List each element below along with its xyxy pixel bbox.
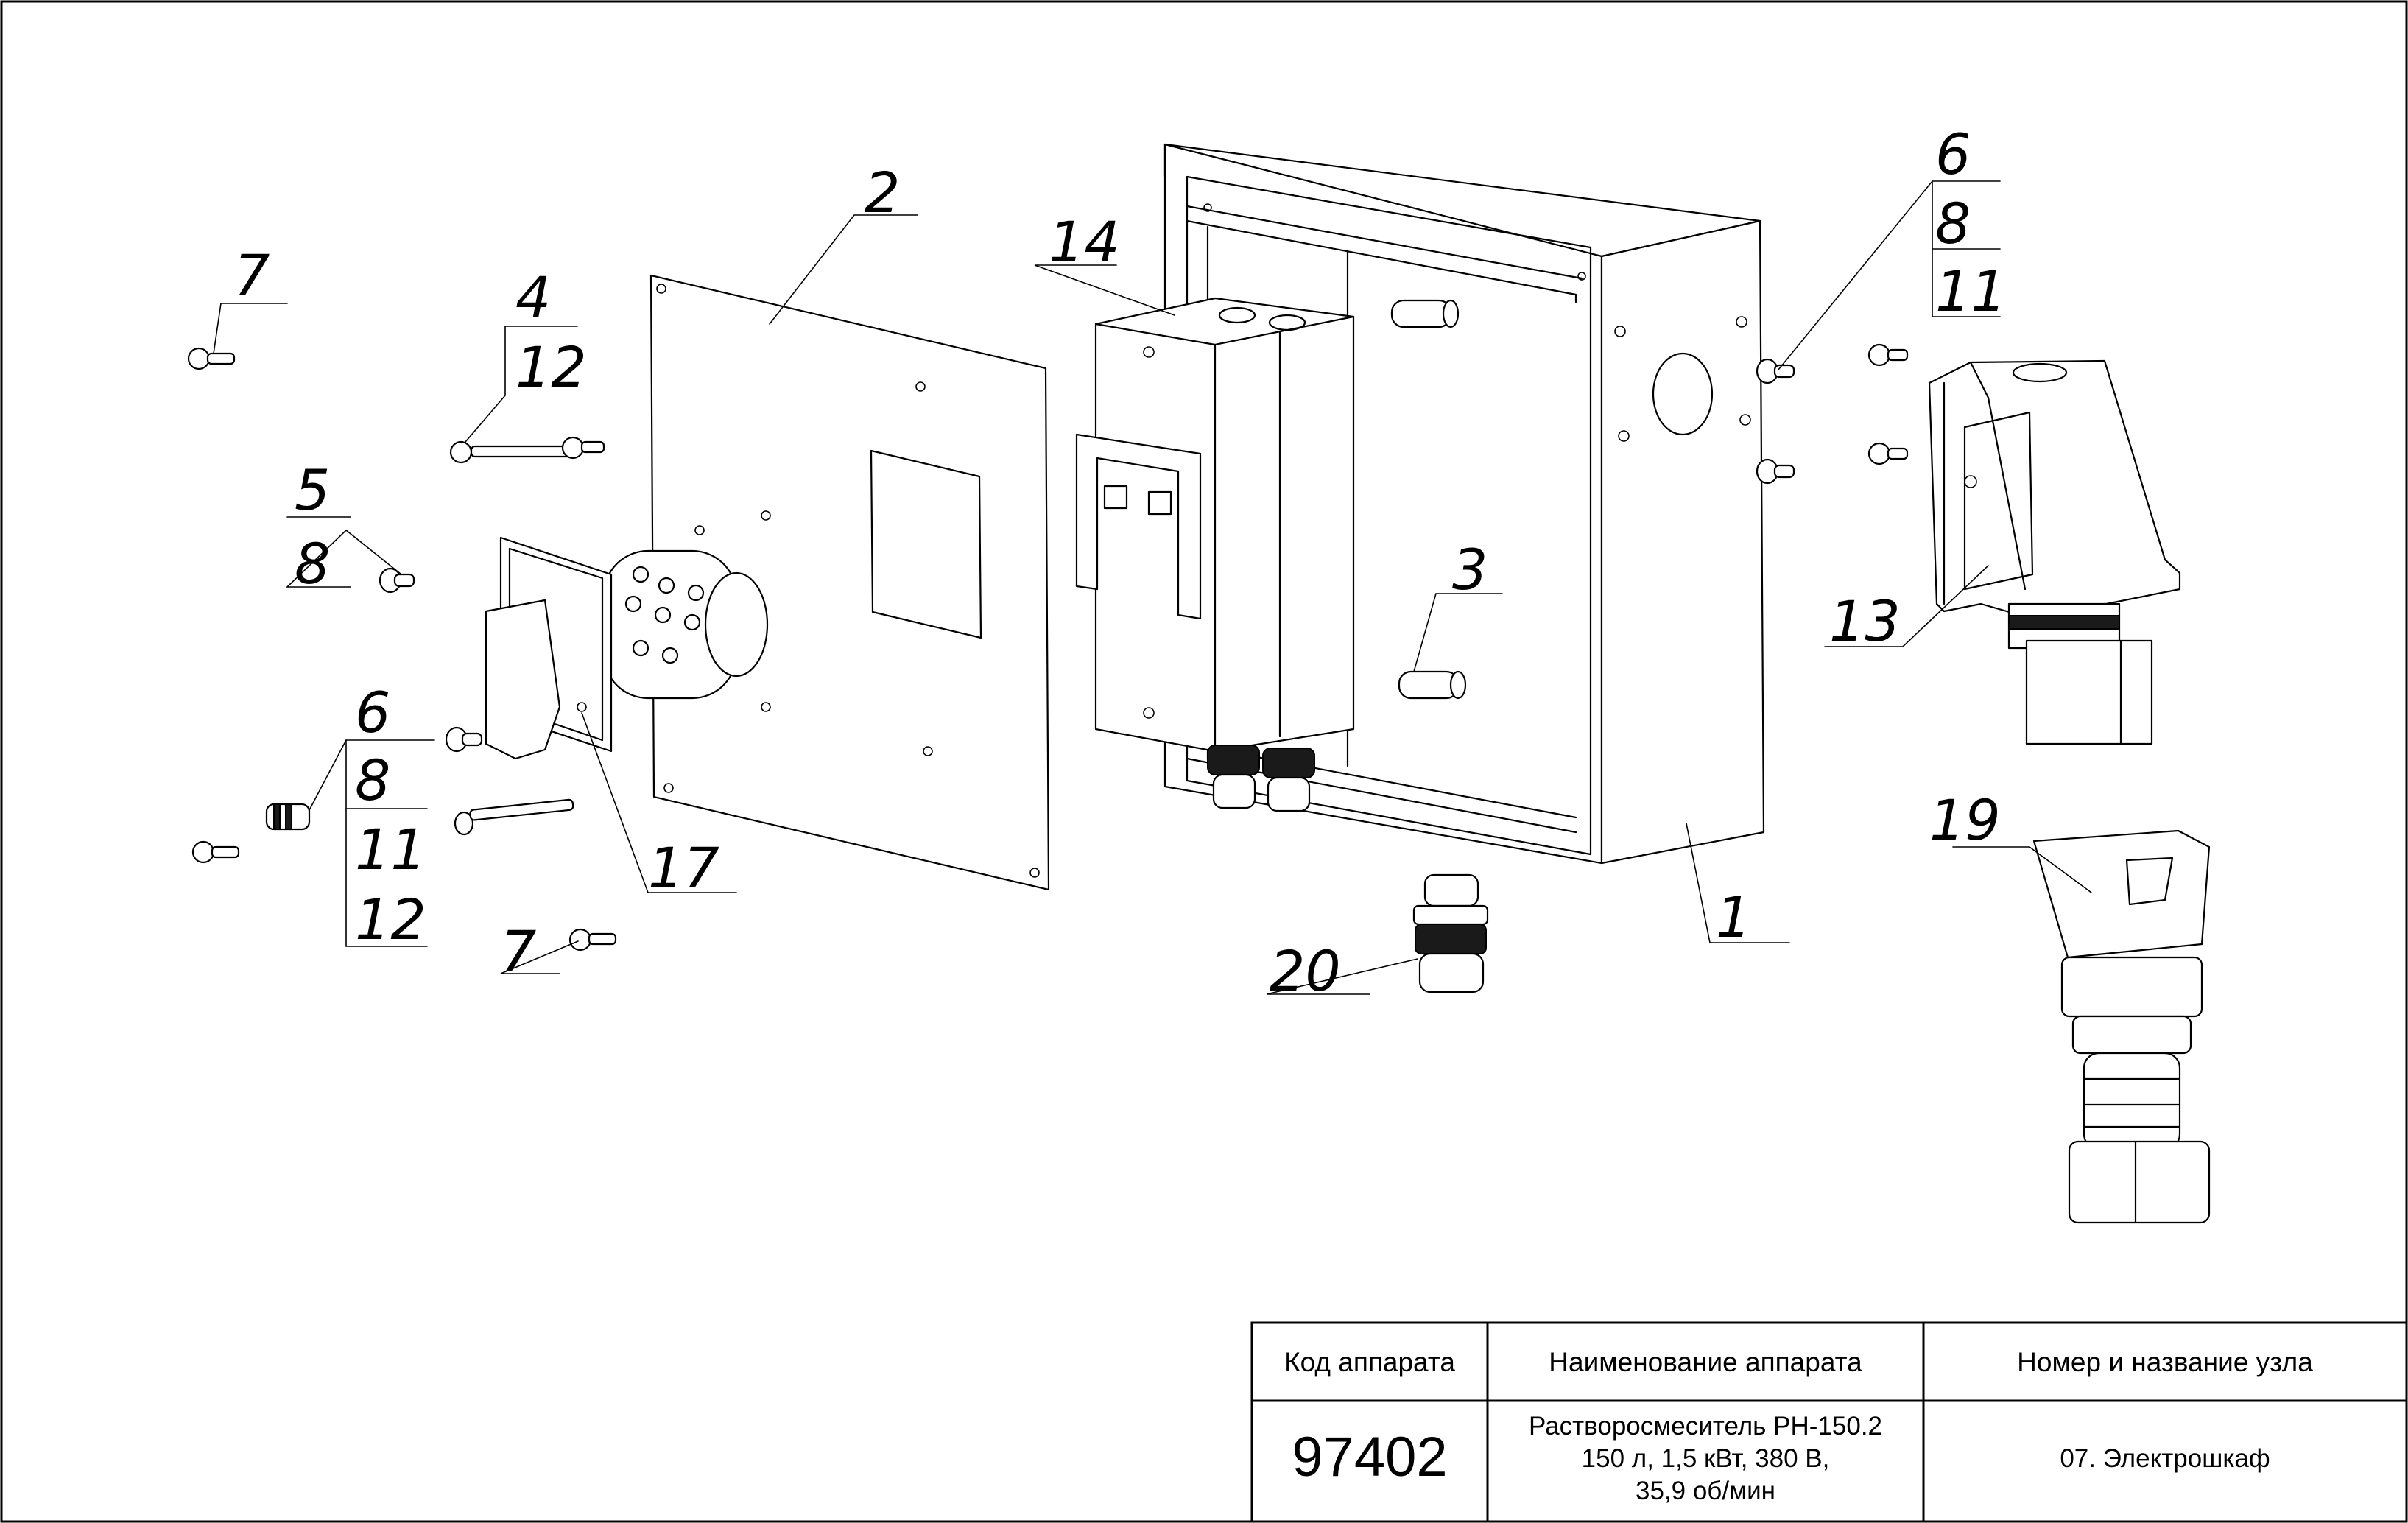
callout-7-bottom: 7 [501,918,536,984]
callout-6-left: 6 [355,680,390,745]
callout-8-left: 8 [295,531,330,597]
title-block-name-line-1: Растворосмеситель РН-150.2 [1529,1412,1882,1441]
fasteners-right [1756,343,1909,485]
part-20-cable-gland [1412,873,1489,993]
title-block: Код аппарата Наименование аппарата Номер… [1250,1321,2408,1523]
callout-12-top: 12 [515,334,587,400]
callout-1: 1 [1716,884,1751,950]
callout-4: 4 [515,264,551,330]
callout-19: 19 [1929,787,2001,853]
callout-8-right: 8 [1935,191,1971,256]
title-block-node-header: Номер и название узла [2017,1347,2313,1377]
callout-3: 3 [1452,537,1488,602]
leader-lines [213,180,2092,995]
part-3-studs [1390,299,1467,700]
callout-13: 13 [1829,588,1901,654]
title-block-code-value: 97402 [1292,1426,1447,1488]
callout-2: 2 [865,160,900,225]
part-17-rotary-switch [485,536,769,760]
callout-14: 14 [1049,209,1120,275]
title-block-name-header: Наименование аппарата [1549,1347,1862,1377]
part-19-plug [2032,829,2211,1224]
callout-numbers: 2 14 7 4 12 5 8 6 8 11 12 7 17 3 20 1 6 … [234,122,2007,1004]
callout-11-right: 11 [1935,258,2007,324]
title-block-name-line-2: 150 л, 1,5 кВт, 380 В, [1582,1444,1830,1473]
callout-6-right: 6 [1935,122,1971,187]
callout-8-left-2: 8 [355,748,390,813]
title-block-name-line-3: 35,9 об/мин [1636,1477,1775,1505]
title-block-code-header: Код аппарата [1284,1347,1455,1377]
callout-12-left: 12 [355,887,426,952]
callout-5: 5 [295,457,330,523]
title-block-node-value: 07. Электрошкаф [2060,1444,2270,1473]
part-13-wall-socket [1928,359,2181,745]
fasteners-left [187,347,617,952]
callout-17: 17 [648,835,719,901]
part-14-breaker-box [1075,297,1355,812]
callout-11-left: 11 [355,817,426,882]
callout-20: 20 [1270,938,1341,1004]
callout-7-top: 7 [234,242,270,308]
